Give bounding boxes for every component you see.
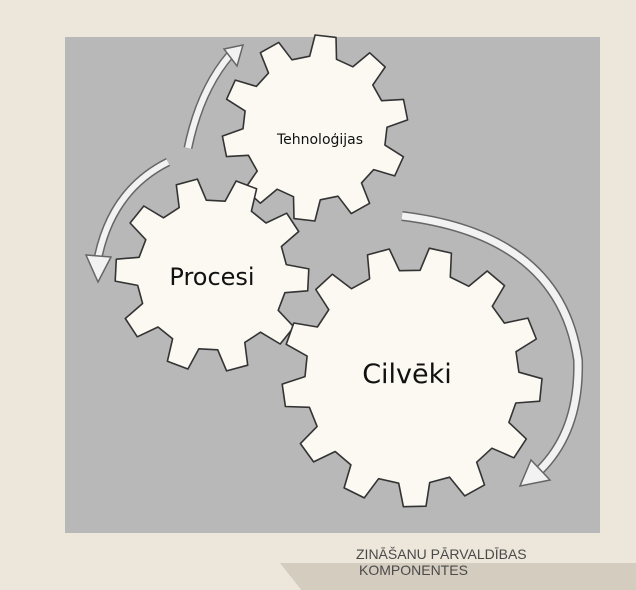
gear-label-tehnologijas: Tehnoloģijas bbox=[276, 132, 363, 148]
gear-label-procesi: Procesi bbox=[169, 263, 254, 291]
gear-shape bbox=[281, 247, 543, 508]
curved-arrow-icon bbox=[401, 211, 584, 488]
gear-icon bbox=[281, 247, 543, 508]
gear-icon bbox=[114, 178, 310, 372]
curved-arrow-icon bbox=[84, 157, 171, 284]
caption-line-1: ZINĀŠANU PĀRVALDĪBAS bbox=[356, 546, 527, 562]
gear-shape bbox=[114, 178, 310, 372]
gear-label-cilveki: Cilvēki bbox=[362, 359, 452, 390]
caption-tab bbox=[280, 563, 636, 590]
gear-shape bbox=[221, 34, 409, 222]
curved-arrow-icon bbox=[183, 44, 245, 149]
caption: ZINĀŠANU PĀRVALDĪBAS KOMPONENTES bbox=[356, 546, 527, 578]
caption-line-2: KOMPONENTES bbox=[359, 562, 468, 578]
gear-icon bbox=[221, 34, 409, 222]
